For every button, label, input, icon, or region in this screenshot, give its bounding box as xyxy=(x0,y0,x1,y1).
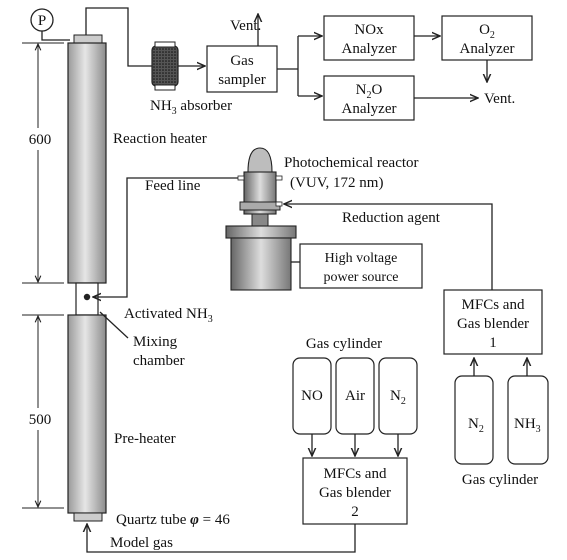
cylinder-n2-label: N2 xyxy=(390,388,406,407)
vent-top-label: Vent. xyxy=(230,18,261,34)
dimension-500-label: 500 xyxy=(29,412,52,428)
high-voltage-label-2: power source xyxy=(323,270,398,285)
gas-cylinder-top-label: Gas cylinder xyxy=(306,336,382,352)
mfc-blender-2-box xyxy=(302,457,408,525)
dimension-500: 500 xyxy=(22,314,64,509)
cylinder-air-label: Air xyxy=(345,388,365,404)
nh3-absorber-label: NH3 absorber xyxy=(150,98,232,117)
mfc-blender-1-label-3: 1 xyxy=(489,335,497,351)
gas-sampler-label-2: sampler xyxy=(218,72,265,88)
reaction-heater xyxy=(67,42,107,284)
o2-analyzer-label-1: O2 xyxy=(479,22,495,41)
cylinder-n2-right xyxy=(454,375,494,465)
activated-nh3-inlet-dot xyxy=(83,293,91,301)
high-voltage-box xyxy=(299,243,423,289)
gas-sampler-label-1: Gas xyxy=(230,53,253,69)
mixing-chamber-label-2: chamber xyxy=(133,353,185,369)
n2o-analyzer-label-2: Analyzer xyxy=(342,101,397,117)
mfc-blender-2-label-3: 2 xyxy=(351,504,359,520)
nox-analyzer-label-2: Analyzer xyxy=(342,41,397,57)
pre-heater xyxy=(67,314,107,514)
quartz-tube-label: Quartz tube φ = 46 xyxy=(116,512,230,528)
mixing-chamber-label-1: Mixing xyxy=(133,334,178,350)
photochemical-reactor xyxy=(237,147,283,227)
n2o-analyzer-label-1: N2O xyxy=(356,82,383,101)
o2-analyzer-label-2: Analyzer xyxy=(460,41,515,57)
mfc-blender-1-label-2: Gas blender xyxy=(457,316,529,332)
reduction-agent-label: Reduction agent xyxy=(342,210,441,226)
cylinder-n2-right-label: N2 xyxy=(468,416,484,435)
mfc-blender-1-label-1: MFCs and xyxy=(462,297,525,313)
quartz-tube xyxy=(67,34,107,522)
photochemical-reactor-label-1: Photochemical reactor xyxy=(284,155,419,171)
n2o-analyzer-box xyxy=(323,75,415,121)
high-voltage-label-1: High voltage xyxy=(325,251,398,266)
high-voltage-source-device xyxy=(225,225,297,291)
model-gas-label: Model gas xyxy=(110,535,173,551)
gas-cylinder-bottom-label: Gas cylinder xyxy=(462,472,538,488)
mfc-blender-2-label-1: MFCs and xyxy=(324,466,387,482)
cylinder-nh3 xyxy=(507,375,549,465)
o2-analyzer-box xyxy=(441,15,533,61)
reduction-agent-line xyxy=(284,204,493,290)
dimension-600-label: 600 xyxy=(29,132,52,148)
reaction-heater-label: Reaction heater xyxy=(113,131,207,147)
nox-analyzer-box xyxy=(323,15,415,61)
pump-label: P xyxy=(38,13,46,29)
feed-line-label: Feed line xyxy=(145,178,201,194)
model-gas-line xyxy=(87,524,356,553)
vent-right-label: Vent. xyxy=(484,91,515,107)
mfc-blender-2-label-2: Gas blender xyxy=(319,485,391,501)
photochemical-reactor-label-2: (VUV, 172 nm) xyxy=(290,175,383,191)
nh3-absorber xyxy=(151,41,179,91)
gas-sampler-box xyxy=(206,45,278,93)
pre-heater-label: Pre-heater xyxy=(114,431,176,447)
nox-analyzer-label-1: NOx xyxy=(354,22,384,38)
cylinder-nh3-label: NH3 xyxy=(514,416,541,435)
feed-line xyxy=(93,177,238,297)
activated-nh3-label: Activated NH3 xyxy=(124,306,213,325)
cylinder-no-label: NO xyxy=(301,388,323,404)
mfc-blender-1-box xyxy=(443,289,543,355)
dimension-600: 600 xyxy=(22,42,64,284)
exhaust-line xyxy=(85,7,152,67)
